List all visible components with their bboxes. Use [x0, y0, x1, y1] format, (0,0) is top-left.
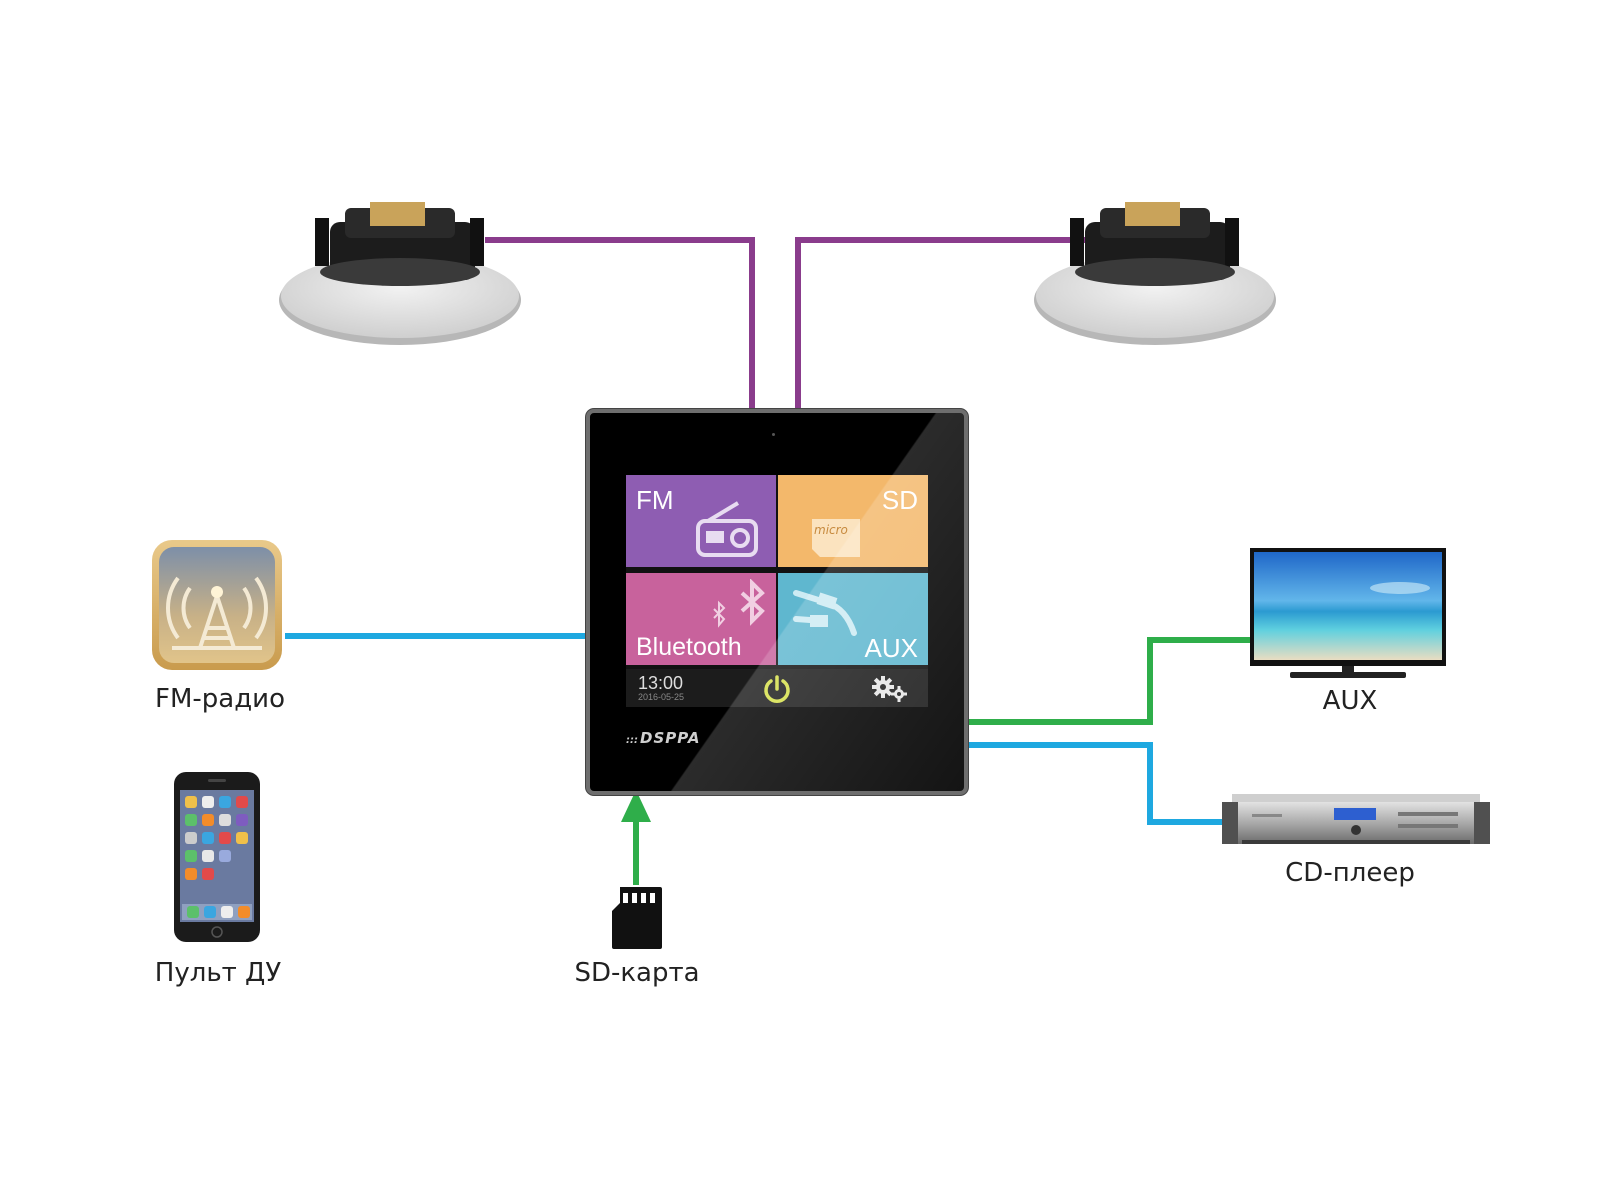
cd-player-label: CD-плеер: [1285, 858, 1415, 888]
fm-radio-label: FM-радио: [155, 684, 285, 714]
brand-logo: :::DSPPA: [626, 729, 701, 747]
touch-screen: FM SD micro: [626, 475, 928, 707]
wall-control-panel: FM SD micro: [586, 409, 968, 795]
speaker-wire-left: [485, 237, 755, 410]
tile-sd[interactable]: SD micro: [778, 475, 928, 567]
tv-icon: [1250, 548, 1446, 678]
tile-aux[interactable]: AUX: [778, 573, 928, 665]
cd-player-rack-icon: [1222, 794, 1490, 844]
micro-sd-text: micro: [814, 523, 848, 537]
ceiling-speaker-icon: [279, 202, 521, 345]
tile-aux-label: AUX: [864, 633, 918, 663]
panel-sensor: [772, 433, 775, 436]
status-bar: 13:00 2016-05-25: [626, 669, 928, 707]
radio-tower-app-icon: [152, 540, 282, 670]
power-icon[interactable]: [762, 674, 792, 704]
aux-cable-icon: [793, 590, 857, 636]
clock-time: 13:00: [638, 673, 684, 693]
micro-sd-icon: [812, 519, 860, 557]
clock-date: 2016-05-25: [638, 692, 685, 702]
aux-label: AUX: [1322, 686, 1378, 716]
radio-icon: [696, 501, 758, 557]
gear-icon[interactable]: [870, 675, 910, 703]
remote-label: Пульт ДУ: [154, 958, 282, 988]
tile-fm-label: FM: [636, 485, 674, 515]
speaker-wire-right: [795, 237, 1090, 410]
tile-bluetooth-label: Bluetooth: [636, 633, 742, 661]
bluetooth-icon: [713, 579, 765, 628]
tile-bluetooth[interactable]: Bluetooth: [626, 573, 776, 665]
ceiling-speaker-icon: [1034, 202, 1276, 345]
smartphone-icon: [174, 772, 260, 942]
tile-fm[interactable]: FM: [626, 475, 776, 567]
sd-arrow-head: [621, 790, 651, 822]
sd-card-icon: [612, 887, 662, 949]
cd-player-wire: [962, 742, 1222, 825]
tile-sd-label: SD: [881, 485, 918, 515]
aux-wire: [962, 637, 1250, 725]
sd-card-label: SD-карта: [574, 958, 700, 988]
